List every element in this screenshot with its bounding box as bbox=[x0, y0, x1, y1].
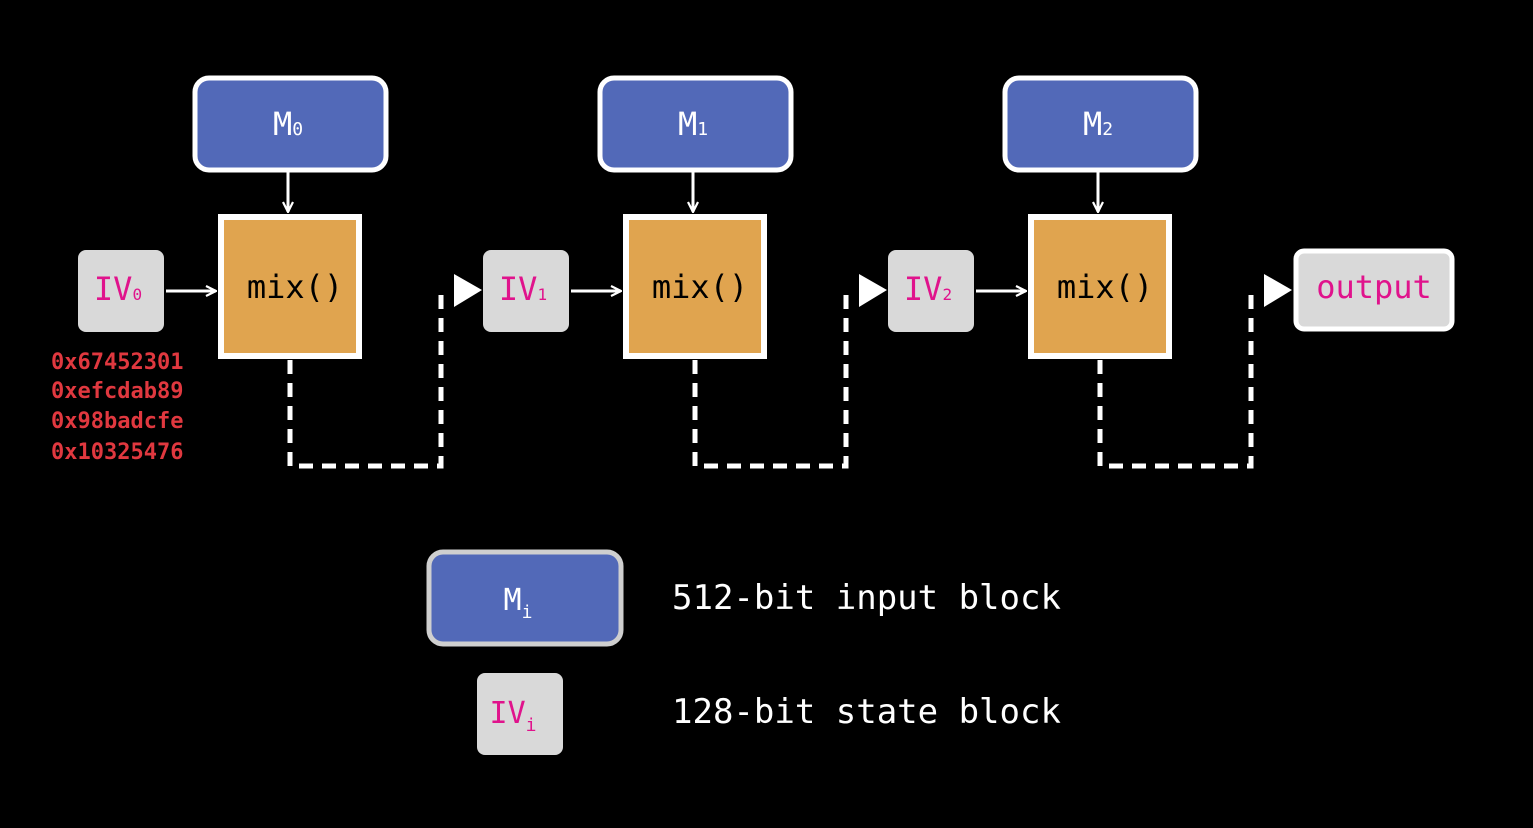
svg-text:M0: M0 bbox=[273, 105, 303, 143]
mix-box-0: mix() bbox=[218, 214, 362, 359]
feedback-arrowhead-2 bbox=[1264, 274, 1292, 307]
message-block-subscript: 1 bbox=[697, 119, 708, 140]
initial-constant-d: 0x10325476 bbox=[51, 440, 183, 465]
svg-text:M2: M2 bbox=[1083, 105, 1113, 143]
message-block-label: M bbox=[678, 105, 697, 143]
state-block-iv0: IV0 bbox=[78, 250, 164, 332]
svg-text:IV0: IV0 bbox=[94, 270, 142, 308]
state-block-subscript: 2 bbox=[942, 285, 952, 304]
message-block-label: M bbox=[273, 105, 292, 143]
output-label: output bbox=[1316, 268, 1432, 306]
svg-text:IV2: IV2 bbox=[904, 270, 952, 308]
state-block-label: IV bbox=[499, 270, 538, 308]
svg-text:IV1: IV1 bbox=[499, 270, 547, 308]
initial-constants: 0x67452301 0xefcdab89 0x98badcfe 0x10325… bbox=[51, 350, 183, 465]
mix-box-2: mix() bbox=[1028, 214, 1172, 359]
state-block-iv1: IV1 bbox=[483, 250, 569, 332]
state-block-iv2: IV2 bbox=[888, 250, 974, 332]
message-block-m2: M2 bbox=[1002, 75, 1199, 173]
legend-message-subscript: i bbox=[522, 602, 533, 623]
svg-text:IVi: IVi bbox=[490, 696, 537, 736]
stage-2: M2 IV2 mix() bbox=[888, 75, 1292, 469]
svg-text:Mi: Mi bbox=[504, 583, 533, 623]
stage-0: M0 IV0 mix() 0x67452301 0xefcdab89 0x98b… bbox=[51, 75, 482, 469]
feedback-dashed-line-0 bbox=[287, 290, 444, 469]
state-block-label: IV bbox=[94, 270, 133, 308]
feedback-arrowhead-0 bbox=[454, 274, 482, 307]
message-block-m1: M1 bbox=[597, 75, 794, 173]
legend-state-subscript: i bbox=[526, 715, 537, 736]
message-block-subscript: 2 bbox=[1102, 119, 1113, 140]
legend-state-description: 128-bit state block bbox=[672, 692, 1061, 732]
legend-message-label: M bbox=[504, 583, 522, 618]
mix-label: mix() bbox=[652, 268, 748, 306]
output-block: output bbox=[1293, 248, 1455, 332]
legend-state-block: IVi bbox=[477, 673, 563, 755]
stage-1: M1 IV1 mix() bbox=[483, 75, 887, 469]
initial-constant-a: 0x67452301 bbox=[51, 350, 183, 375]
feedback-arrowhead-1 bbox=[859, 274, 887, 307]
feedback-dashed-line-2 bbox=[1097, 290, 1254, 469]
initial-constant-b: 0xefcdab89 bbox=[51, 379, 183, 404]
state-block-subscript: 0 bbox=[132, 285, 142, 304]
state-block-label: IV bbox=[904, 270, 943, 308]
legend-state-label: IV bbox=[490, 696, 526, 731]
svg-text:M1: M1 bbox=[678, 105, 708, 143]
mix-box-1: mix() bbox=[623, 214, 767, 359]
state-block-subscript: 1 bbox=[537, 285, 547, 304]
message-block-subscript: 0 bbox=[292, 119, 303, 140]
mix-label: mix() bbox=[247, 268, 343, 306]
mix-label: mix() bbox=[1057, 268, 1153, 306]
legend-message-description: 512-bit input block bbox=[672, 578, 1061, 618]
message-block-m0: M0 bbox=[192, 75, 389, 173]
legend: Mi 512-bit input block IVi 128-bit state… bbox=[426, 549, 1061, 755]
feedback-dashed-line-1 bbox=[692, 290, 849, 469]
legend-message-block: Mi bbox=[426, 549, 624, 647]
message-block-label: M bbox=[1083, 105, 1102, 143]
initial-constant-c: 0x98badcfe bbox=[51, 409, 183, 434]
